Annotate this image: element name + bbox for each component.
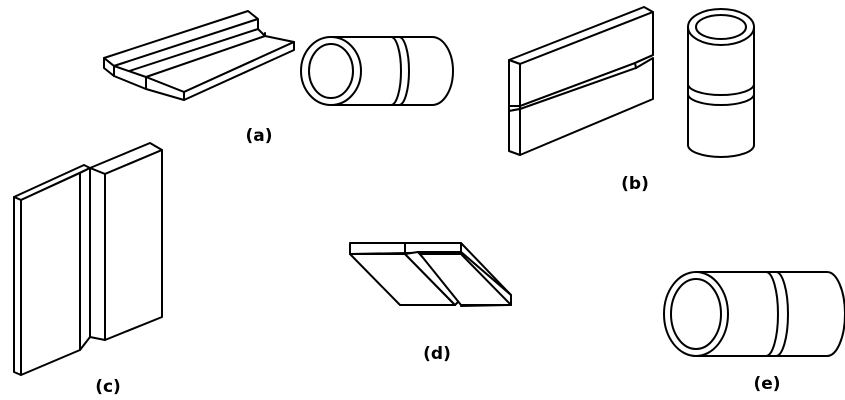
figure-a-flat-plates [103, 10, 295, 101]
figure-c-vertical-plates [13, 142, 163, 376]
figure-a-horizontal-pipe [300, 36, 454, 106]
label-c: (c) [95, 377, 121, 397]
label-b: (b) [621, 174, 649, 194]
label-a: (a) [245, 126, 272, 146]
label-d: (d) [423, 344, 451, 364]
label-e: (e) [753, 374, 780, 394]
figure-b-vertical-pipe [687, 8, 755, 158]
figure-e-horizontal-pipe [663, 271, 845, 357]
figure-d-overhead-plates [349, 242, 512, 307]
figure-b-horizontal-plates [508, 6, 654, 156]
